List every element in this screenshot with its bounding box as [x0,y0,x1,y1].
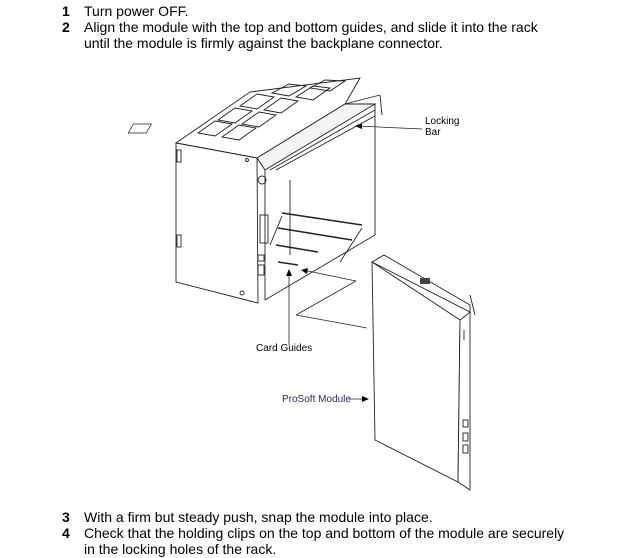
step-2: 2 Align the module with the top and botto… [62,19,538,35]
step-text: With a firm but steady push, snap the mo… [84,509,433,525]
step-number: 2 [62,19,70,35]
step-number: 4 [62,525,70,541]
step-text: Align the module with the top and bottom… [84,19,538,35]
step-3: 3 With a firm but steady push, snap the m… [62,509,433,525]
step-number: 1 [62,3,70,19]
step-2-continuation: until the module is firmly against the b… [84,35,443,51]
locking-bar-label-line2: Bar [425,127,441,138]
step-4: 4 Check that the holding clips on the top… [62,525,564,541]
step-1: 1 Turn power OFF. [62,3,189,19]
prosoft-module-label: ProSoft Module [282,394,351,405]
prosoft-module-drawing [371,254,476,491]
rack-chassis [127,77,383,304]
step-text: Check that the holding clips on the top … [84,525,565,541]
card-guides-label: Card Guides [256,343,313,354]
locking-bar-label-line1: Locking [425,116,460,127]
step-number: 3 [62,509,70,525]
step-text: Turn power OFF. [84,3,189,19]
step-4-continuation: in the locking holes of the rack. [84,541,277,557]
callout-lines [286,123,423,402]
